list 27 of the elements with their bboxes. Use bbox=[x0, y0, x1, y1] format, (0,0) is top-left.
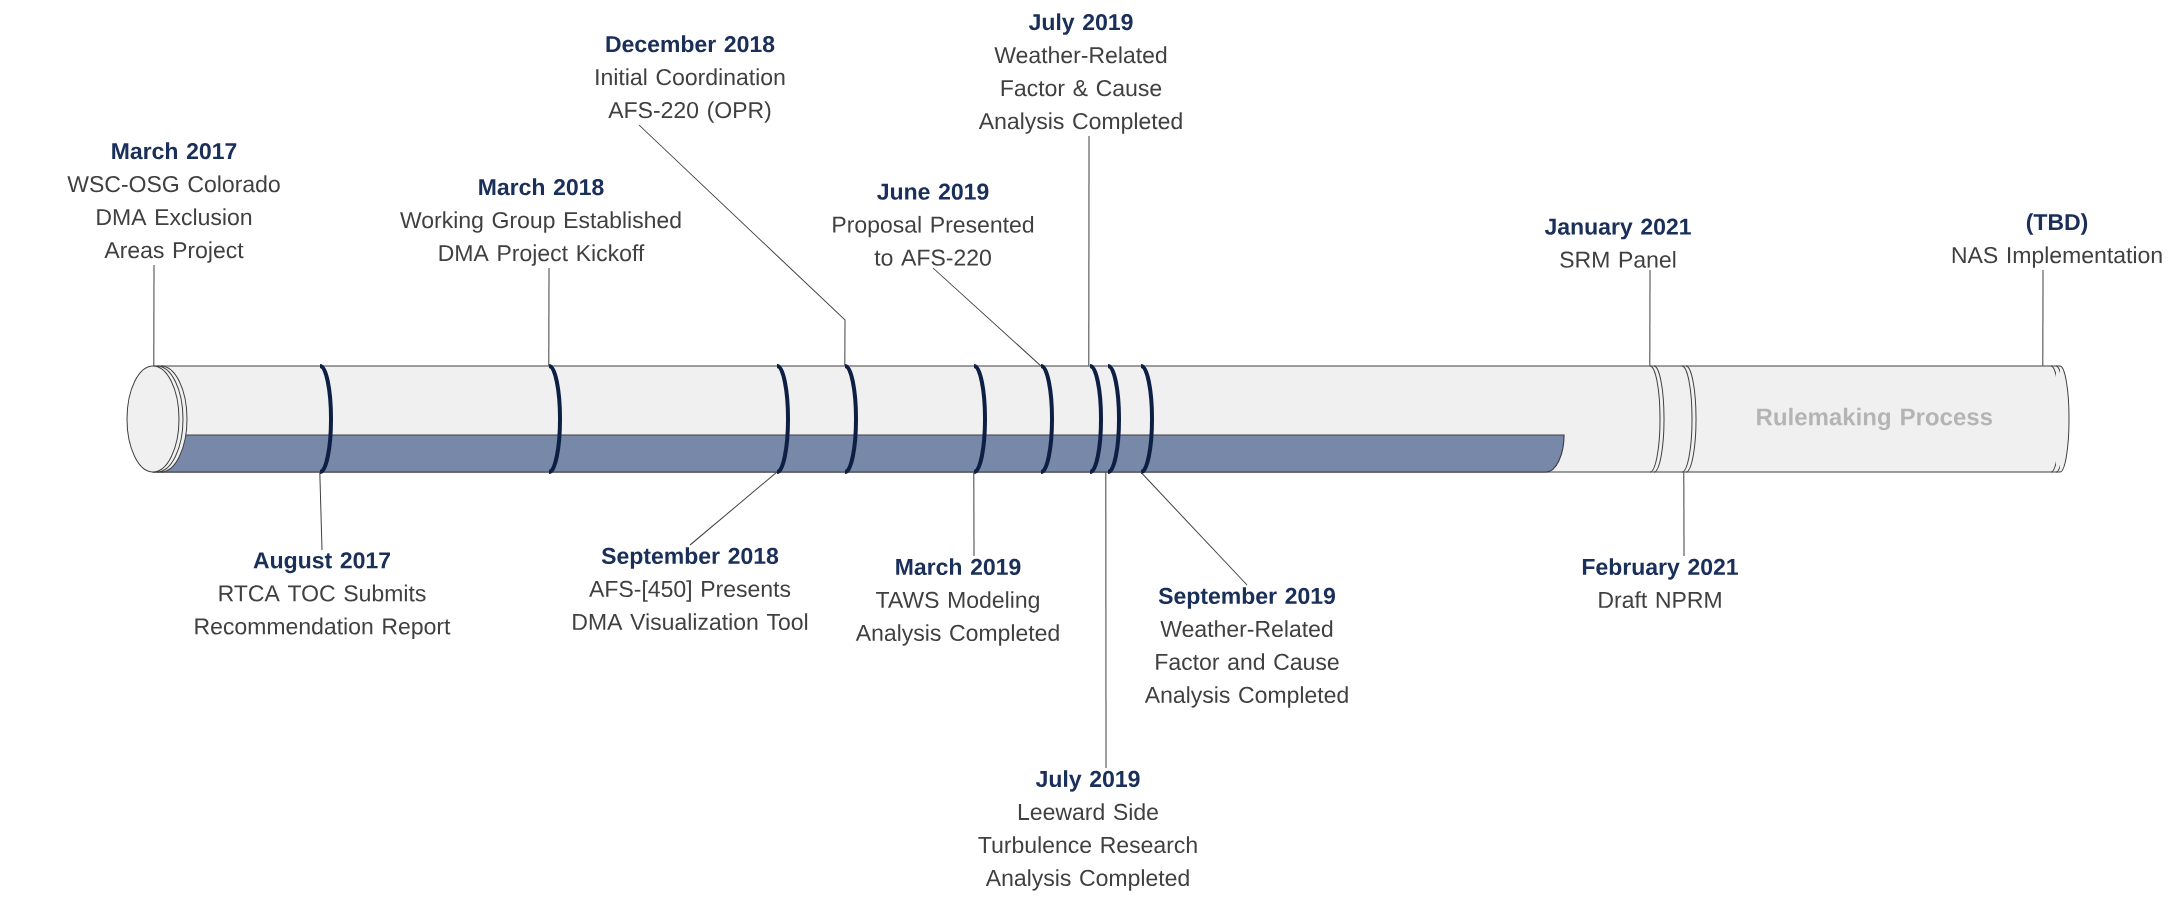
leader-line bbox=[153, 264, 155, 367]
leader-line bbox=[638, 124, 846, 367]
milestone-label: September 2018 AFS-[450] Presents DMA Visualization Tool bbox=[573, 547, 808, 631]
milestone-label: September 2019 Weather-Related Factor and Cause Analysis Completed bbox=[1144, 587, 1348, 708]
leader-line bbox=[2042, 269, 2044, 367]
milestone-label: January 2021 SRM Panel bbox=[1544, 218, 1691, 268]
milestone-label: July 2019 Leeward Side Turbulence Research Analysis Completed bbox=[978, 770, 1197, 891]
milestone-label: December 2018 Initial Coordination AFS-220 (OPR) bbox=[596, 35, 785, 123]
milestone-label: July 2019 Weather-Related Factor & Cause Analysis Completed bbox=[978, 13, 1182, 134]
milestone-label: (TBD) NAS Implementation bbox=[1952, 213, 2162, 268]
leader-line bbox=[1649, 269, 1651, 367]
leader-line bbox=[689, 471, 778, 546]
milestone-label: March 2018 Working Group Established DMA Project Kickoff bbox=[400, 178, 681, 266]
leader-line bbox=[548, 267, 550, 367]
leader-line bbox=[1105, 471, 1107, 769]
leader-line bbox=[1140, 471, 1248, 586]
milestone-label: March 2019 TAWS Modeling Analysis Completed bbox=[855, 558, 1059, 646]
milestone-label: August 2017 RTCA TOC Submits Recommendation Report bbox=[195, 552, 451, 640]
node-label: Rulemaking Process bbox=[1757, 407, 1992, 431]
milestone-label: June 2019 Proposal Presented to AFS-220 bbox=[833, 183, 1034, 266]
leader-line bbox=[1088, 135, 1090, 367]
leader-line bbox=[932, 267, 1042, 367]
leader-line bbox=[319, 471, 323, 551]
leader-line bbox=[1683, 471, 1685, 557]
milestone-label: March 2017 WSC-OSG Colorado DMA Exclusion Areas Project bbox=[67, 142, 280, 263]
milestone-label: February 2021 Draft NPRM bbox=[1582, 558, 1738, 609]
leader-line bbox=[973, 471, 975, 557]
